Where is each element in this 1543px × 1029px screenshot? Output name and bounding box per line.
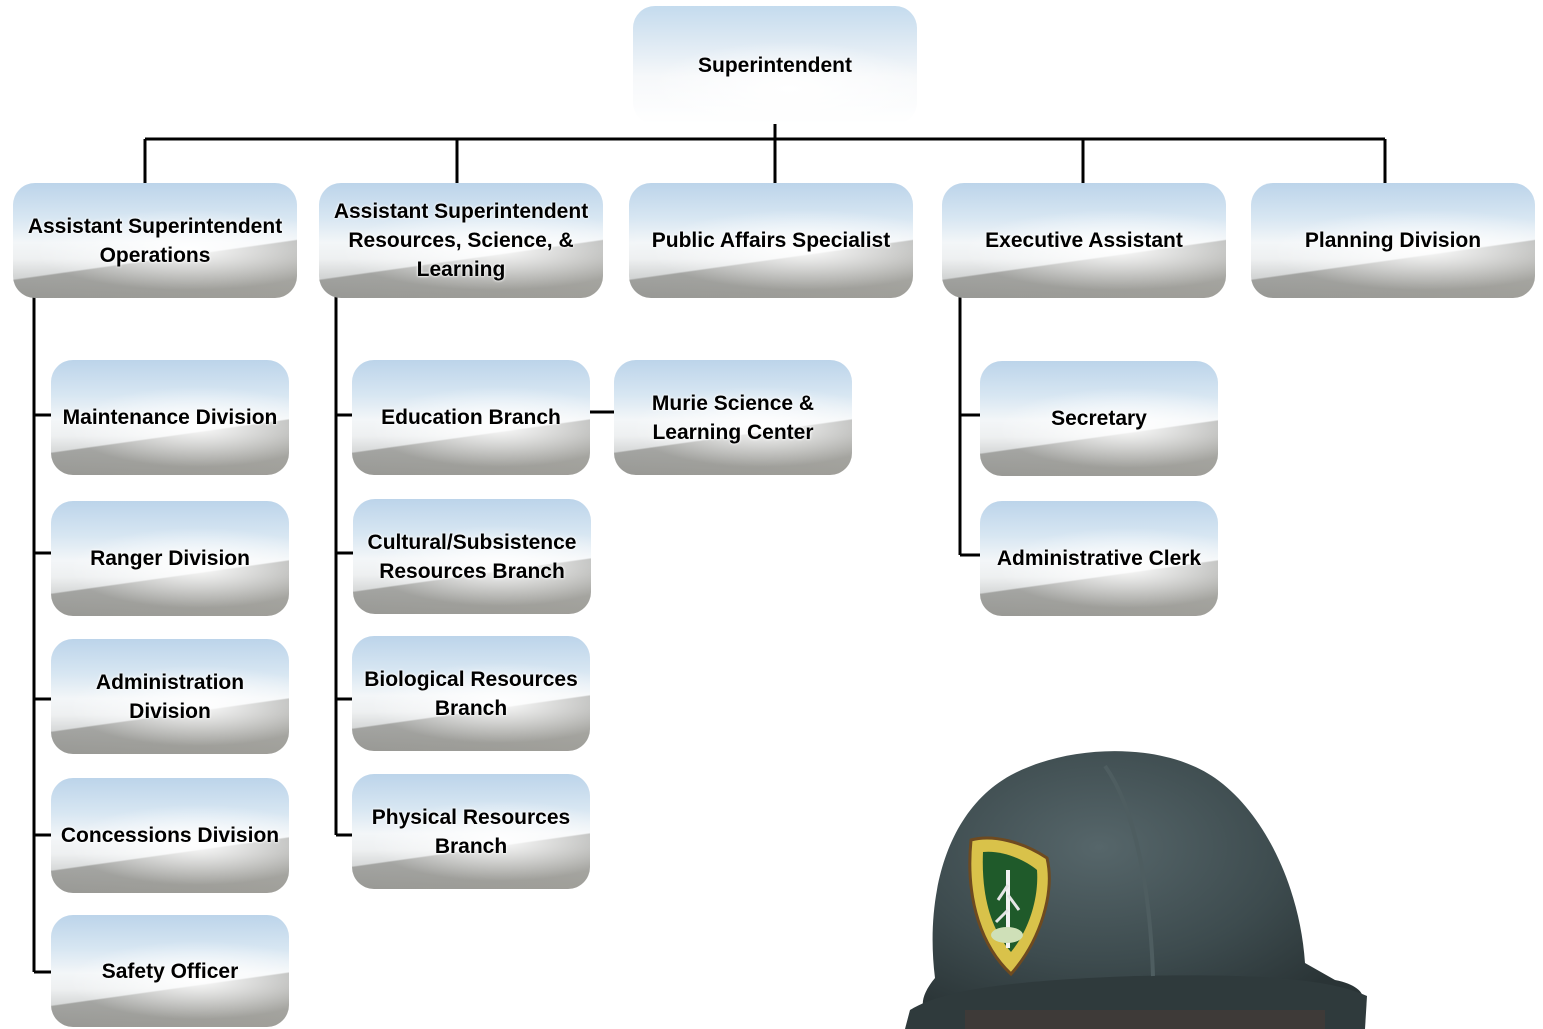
- safety-officer-node: Safety Officer: [51, 915, 289, 1027]
- asst-superintendent-resources-node: Assistant Superintendent Resources, Scie…: [319, 183, 603, 298]
- nps-arrowhead-icon: [968, 836, 1051, 977]
- murie-center-label: Murie Science & Learning Center: [651, 391, 815, 444]
- administrative-clerk-node: Administrative Clerk: [980, 501, 1218, 616]
- superintendent-node: Superintendent: [633, 6, 917, 124]
- cultural-branch-label: Cultural/Subsistence Resources Branch: [367, 530, 577, 583]
- hard-hat-shell: [922, 751, 1364, 1026]
- planning-division-node: Planning Division: [1251, 183, 1535, 298]
- biological-branch-node: Biological Resources Branch: [352, 636, 590, 751]
- face-shadow: [965, 1010, 1325, 1029]
- murie-center-node: Murie Science & Learning Center: [614, 360, 852, 475]
- ranger-division-node: Ranger Division: [51, 501, 289, 616]
- asst-superintendent-operations-node: Assistant Superintendent Operations: [13, 183, 297, 298]
- education-branch-label: Education Branch: [381, 406, 561, 429]
- public-affairs-node: Public Affairs Specialist: [629, 183, 913, 298]
- superintendent-label: Superintendent: [697, 53, 852, 77]
- executive-assistant-label: Executive Assistant: [985, 229, 1183, 252]
- asst-superintendent-resources-label: Assistant Superintendent Resources, Scie…: [333, 200, 589, 281]
- asst-superintendent-operations-label: Assistant Superintendent Operations: [27, 214, 283, 267]
- maintenance-division-node: Maintenance Division: [51, 360, 289, 475]
- administration-division-node: Administration Division: [51, 639, 289, 754]
- cultural-branch-node: Cultural/Subsistence Resources Branch: [353, 499, 591, 614]
- concessions-division-node: Concessions Division: [51, 778, 289, 893]
- maintenance-division-label: Maintenance Division: [62, 406, 278, 429]
- administration-division-label: Administration Division: [95, 670, 245, 723]
- planning-division-label: Planning Division: [1304, 229, 1482, 252]
- hard-hat-ridge: [1103, 764, 1155, 977]
- physical-branch-label: Physical Resources Branch: [371, 805, 571, 858]
- secretary-label: Secretary: [1051, 407, 1147, 430]
- ranger-division-label: Ranger Division: [90, 547, 250, 570]
- concessions-division-label: Concessions Division: [60, 824, 280, 847]
- public-affairs-label: Public Affairs Specialist: [651, 229, 891, 252]
- biological-branch-label: Biological Resources Branch: [364, 667, 578, 720]
- secretary-node: Secretary: [980, 361, 1218, 476]
- hard-hat-photo: [905, 751, 1367, 1029]
- safety-officer-label: Safety Officer: [101, 959, 239, 983]
- physical-branch-node: Physical Resources Branch: [352, 774, 590, 889]
- education-branch-node: Education Branch: [352, 360, 590, 475]
- executive-assistant-node: Executive Assistant: [942, 183, 1226, 298]
- administrative-clerk-label: Administrative Clerk: [996, 547, 1202, 570]
